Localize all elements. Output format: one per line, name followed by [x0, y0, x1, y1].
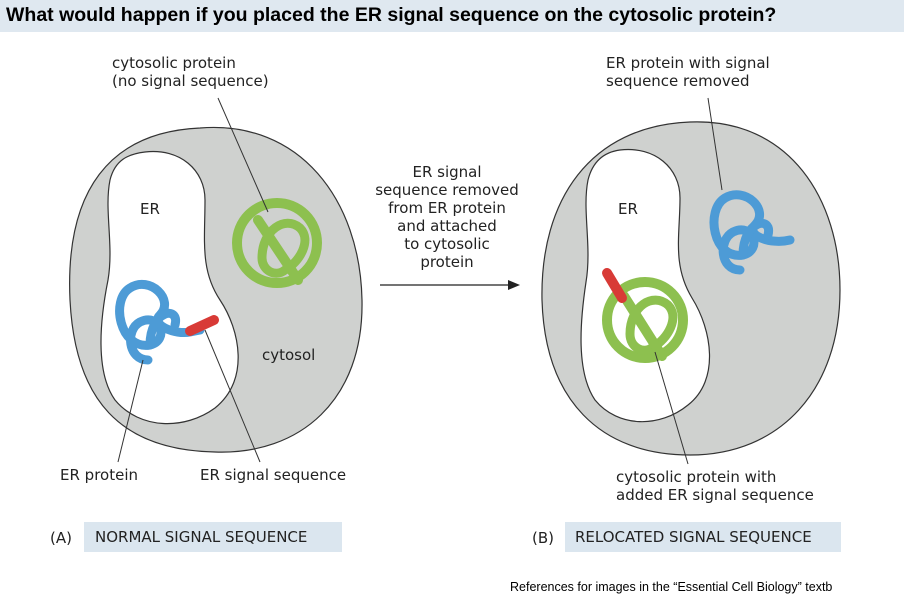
- pointer-cytosolic-protein: [217, 97, 269, 213]
- label-cytosolic-added-line2: added ER signal sequence: [616, 486, 814, 504]
- cytosolic-protein-left: [232, 198, 322, 288]
- transfer-arrow: ER signal sequence removed from ER prote…: [375, 163, 520, 290]
- arrow-text-line4: and attached: [397, 217, 497, 235]
- panel-letter-a: (A): [50, 529, 72, 547]
- cell-normal: ER cytosol cytosolic protein (no signal …: [60, 54, 363, 484]
- page-title: What would happen if you placed the ER s…: [6, 4, 777, 26]
- arrow-head: [508, 280, 520, 290]
- label-er-left: ER: [140, 200, 160, 218]
- caption-relocated-signal: RELOCATED SIGNAL SEQUENCE: [575, 528, 812, 546]
- panel-letter-b: (B): [532, 529, 554, 547]
- label-er-protein-removed-line2: sequence removed: [606, 72, 750, 90]
- label-cytosol: cytosol: [262, 346, 315, 364]
- pointer-er-protein: [117, 359, 144, 463]
- er-signal-sequence-right: [602, 268, 627, 303]
- cytosolic-protein-right: [602, 277, 688, 363]
- er-protein-right: [709, 190, 795, 275]
- er-protein-left: [115, 279, 205, 365]
- label-cytosolic-protein-line1: cytosolic protein: [112, 54, 236, 72]
- references-footer: References for images in the “Essential …: [510, 580, 833, 594]
- label-cytosolic-protein-line2: (no signal sequence): [112, 72, 269, 90]
- label-er-signal-sequence: ER signal sequence: [200, 466, 346, 484]
- arrow-text-line2: sequence removed: [375, 181, 519, 199]
- label-cytosolic-added-line1: cytosolic protein with: [616, 468, 776, 486]
- arrow-text-line1: ER signal: [412, 163, 481, 181]
- arrow-text-line5: to cytosolic: [404, 235, 490, 253]
- caption-normal-signal: NORMAL SIGNAL SEQUENCE: [95, 528, 308, 546]
- label-er-protein: ER protein: [60, 466, 138, 484]
- title-bar: What would happen if you placed the ER s…: [0, 0, 904, 32]
- pointer-er-protein-removed: [707, 97, 723, 191]
- cell-relocated: ER ER protein with signal sequence remov…: [541, 54, 841, 504]
- pointer-er-signal: [204, 329, 261, 463]
- arrow-text-line6: protein: [420, 253, 473, 271]
- arrow-text-line3: from ER protein: [388, 199, 506, 217]
- caption-box-b: RELOCATED SIGNAL SEQUENCE: [565, 522, 841, 552]
- er-signal-sequence-left: [185, 315, 219, 336]
- pointer-cytosolic-added: [654, 351, 689, 465]
- label-er-protein-removed-line1: ER protein with signal: [606, 54, 770, 72]
- label-er-right: ER: [618, 200, 638, 218]
- caption-box-a: NORMAL SIGNAL SEQUENCE: [84, 522, 342, 552]
